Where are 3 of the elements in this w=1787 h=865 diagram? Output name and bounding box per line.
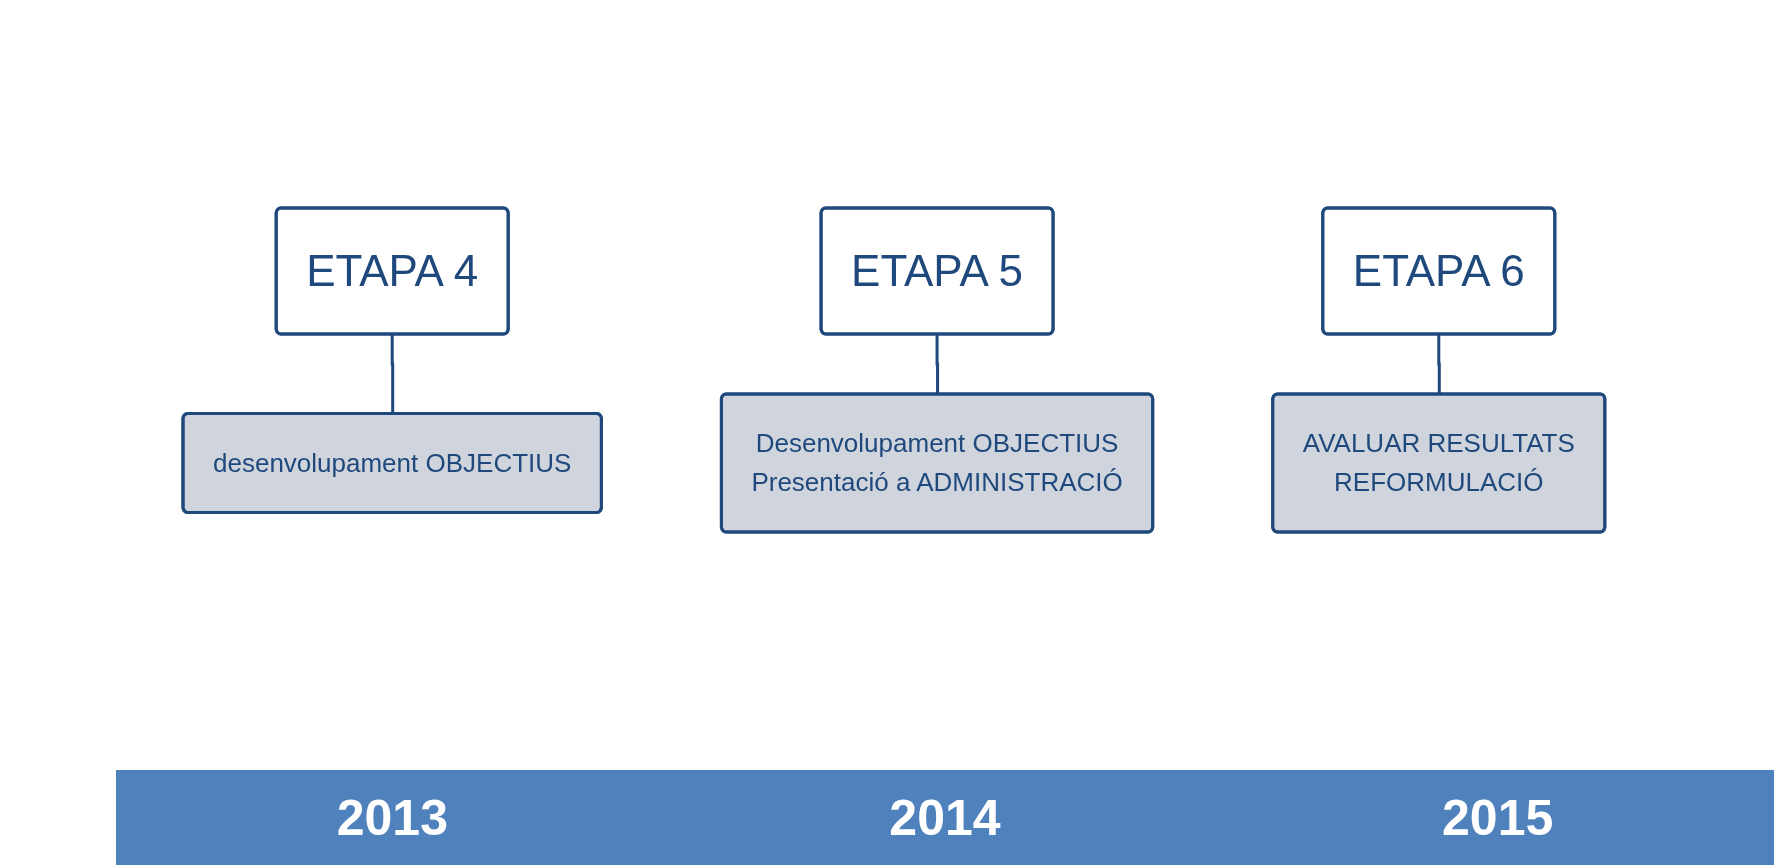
year-label: 2015 [1442, 788, 1554, 847]
year-label: 2014 [889, 788, 1001, 847]
year-label: 2013 [336, 788, 448, 847]
